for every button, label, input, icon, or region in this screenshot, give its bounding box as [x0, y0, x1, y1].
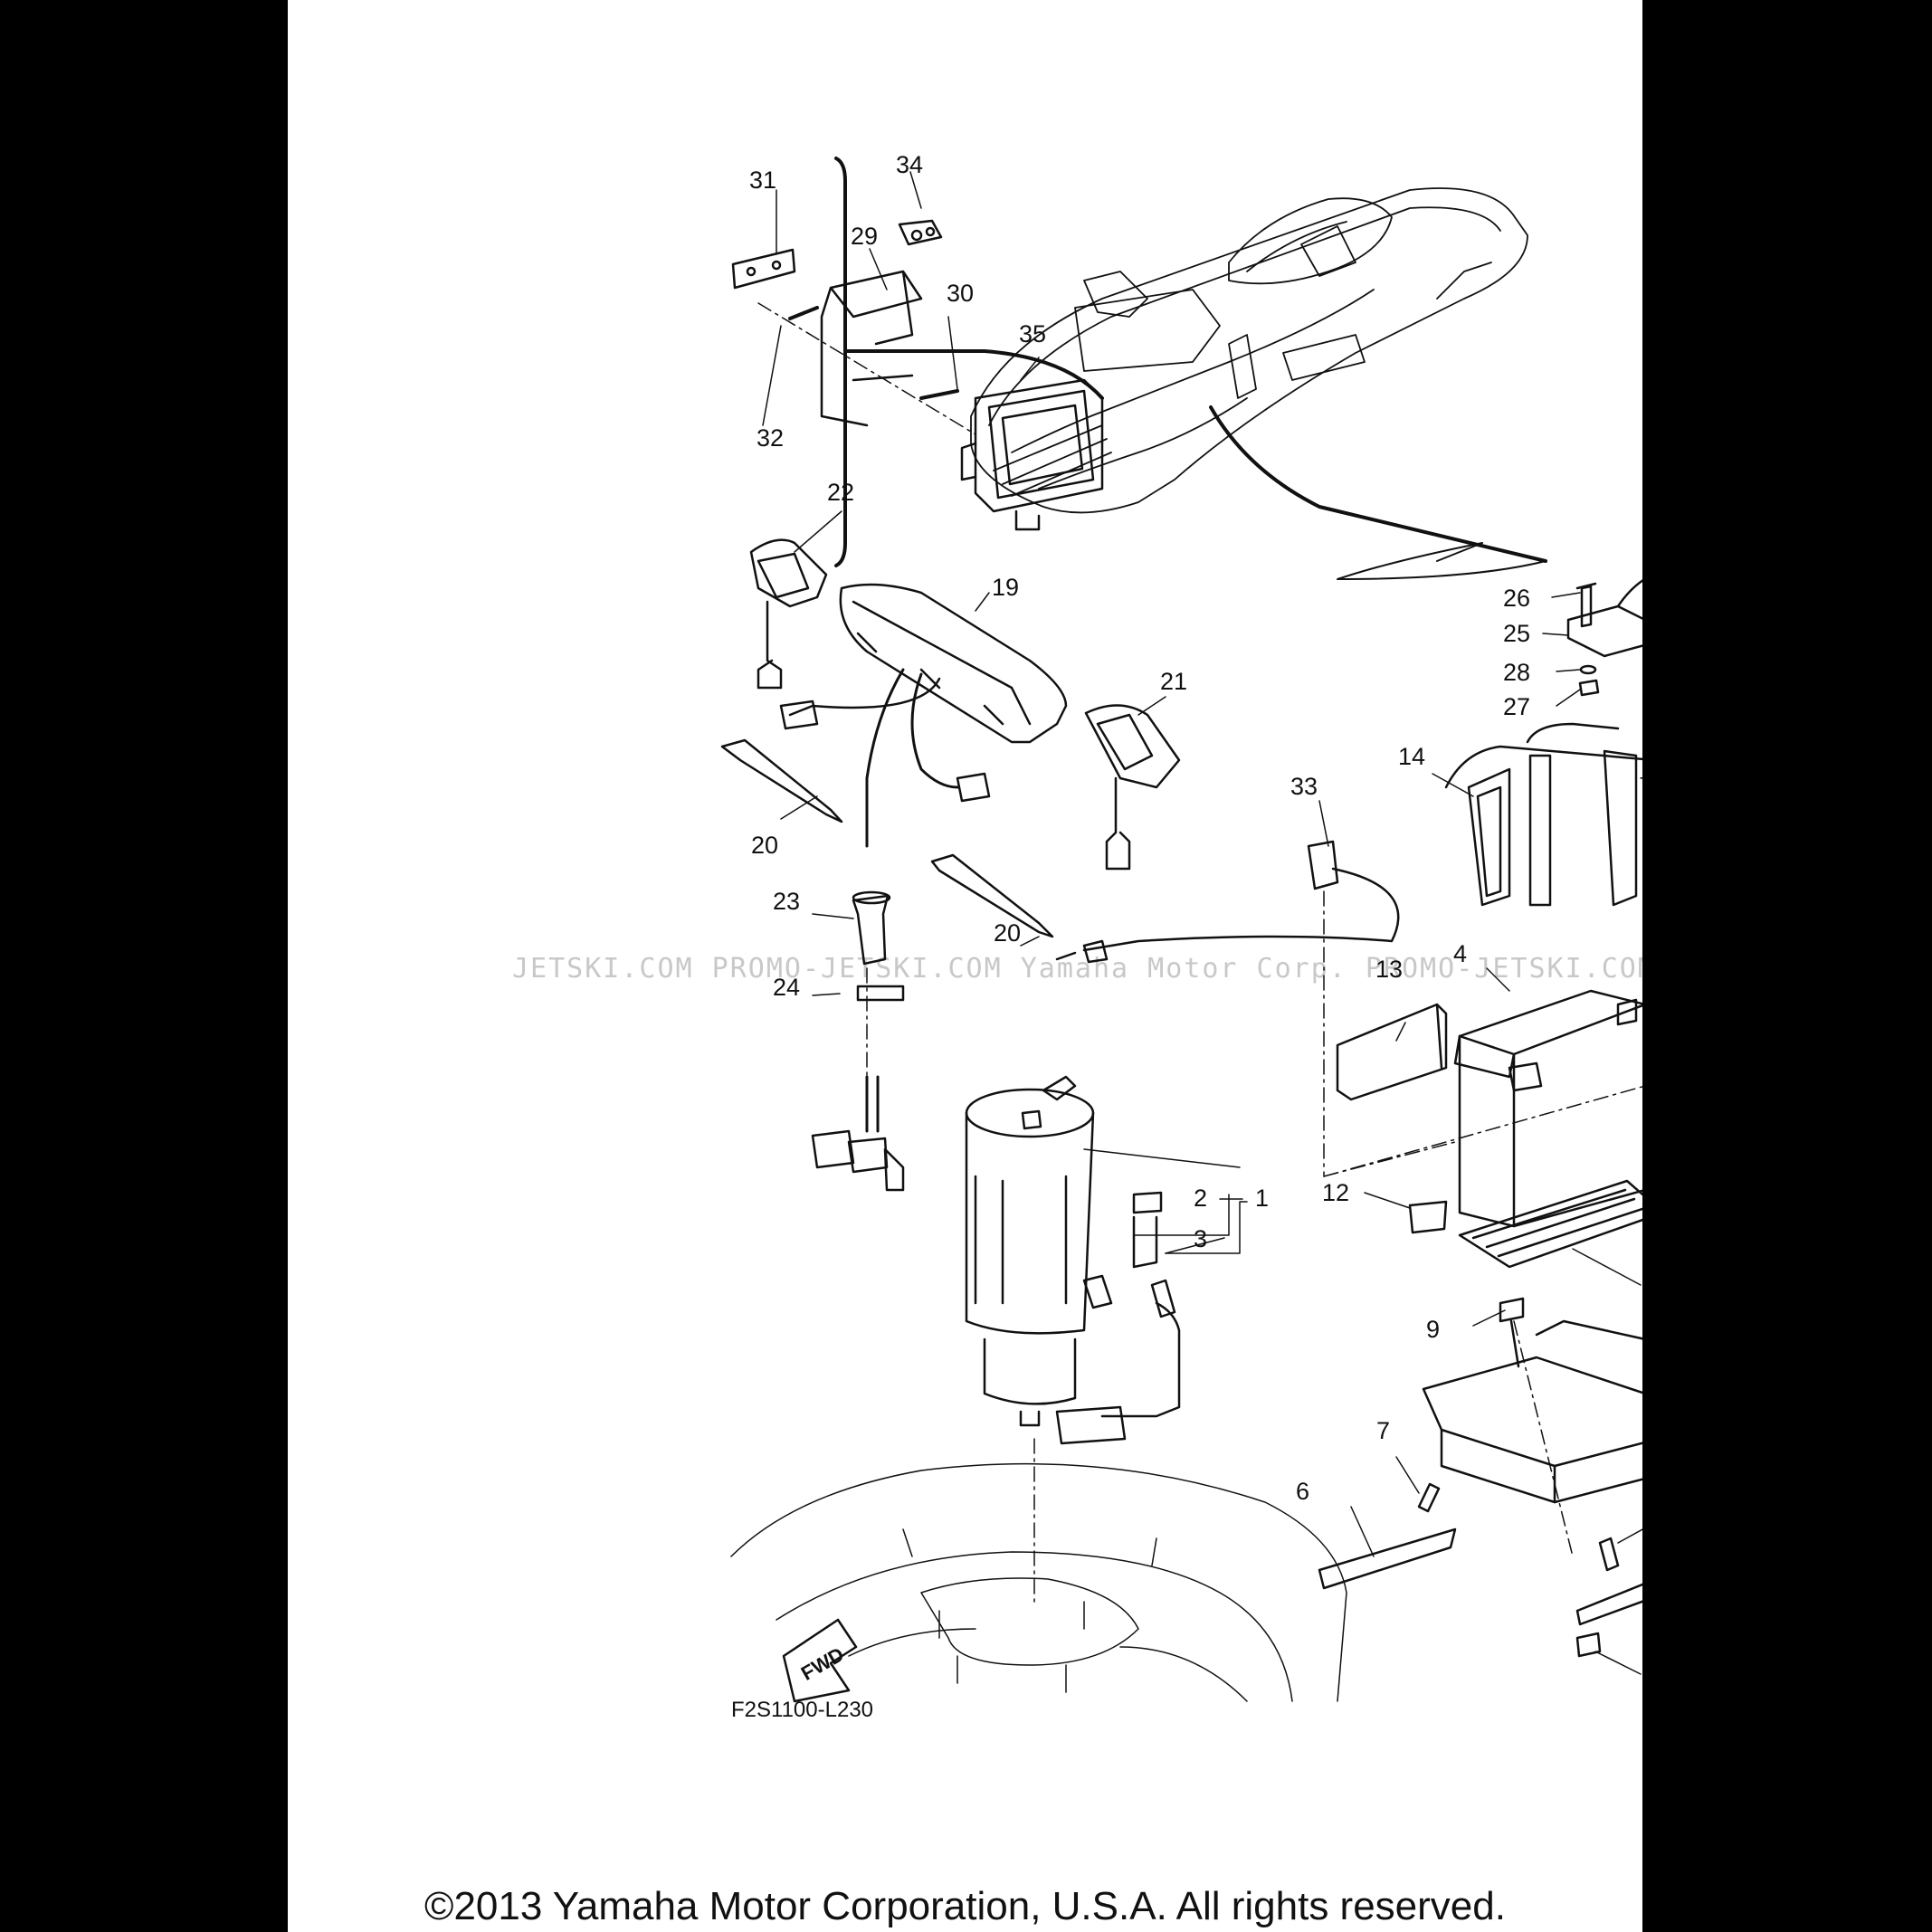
- leader-to-sensor: [1209, 405, 1547, 563]
- callout-21: 21: [1160, 668, 1187, 695]
- callout-33: 33: [1290, 773, 1318, 800]
- callout-3: 3: [1194, 1225, 1207, 1252]
- ecu-mount-group: [731, 219, 1104, 531]
- callout-13: 13: [1375, 956, 1403, 983]
- callout-14a: 14: [1398, 743, 1425, 770]
- callout-24: 24: [773, 974, 800, 1001]
- callout-7a: 7: [1376, 1417, 1390, 1444]
- fwd-arrow: FWD: [782, 1618, 858, 1703]
- callout-22: 22: [827, 479, 854, 506]
- callout-34: 34: [896, 151, 923, 178]
- leader-to-craft: [843, 349, 1104, 400]
- callout-numbers: 1 2 3 4 5 6 7 7 8 9 10 11 12 12 12 13 14…: [731, 151, 1530, 1722]
- pad-group: [1408, 1179, 1642, 1269]
- callout-29: 29: [851, 223, 878, 250]
- grommet-group: [811, 890, 905, 1192]
- leader-lines: [762, 171, 1642, 1675]
- group-bracket: [834, 157, 847, 567]
- battery-straps: [1444, 722, 1642, 907]
- callout-6: 6: [1296, 1478, 1309, 1505]
- callout-31: 31: [749, 167, 776, 194]
- cable-group: [1055, 840, 1400, 1177]
- callout-20a: 20: [751, 832, 778, 859]
- callout-12a: 12: [1322, 1179, 1349, 1206]
- battery-box-group: [1318, 1297, 1642, 1658]
- callout-4: 4: [1453, 940, 1467, 967]
- fuel-pump-group: [965, 1075, 1181, 1603]
- callout-23: 23: [773, 888, 800, 915]
- copyright-notice: ©2013 Yamaha Motor Corporation, U.S.A. A…: [424, 1884, 1506, 1928]
- meter-group: [720, 538, 1181, 938]
- exploded-parts-diagram: JETSKI.COM PROMO-JETSKI.COM Yamaha Motor…: [512, 151, 1642, 1722]
- callout-32: 32: [757, 424, 784, 452]
- sensor-group: [1566, 579, 1642, 697]
- fuel-tank: [730, 1462, 1347, 1702]
- callout-27: 27: [1503, 693, 1530, 720]
- callout-30: 30: [947, 280, 974, 307]
- callout-1: 1: [1255, 1185, 1269, 1212]
- callout-26: 26: [1503, 585, 1530, 612]
- callout-2: 2: [1194, 1185, 1207, 1212]
- watermark-text: JETSKI.COM PROMO-JETSKI.COM Yamaha Motor…: [512, 953, 1642, 985]
- parts-diagram-sheet: JETSKI.COM PROMO-JETSKI.COM Yamaha Motor…: [288, 0, 1642, 1932]
- callout-20b: 20: [994, 919, 1021, 947]
- battery-group: [1323, 989, 1642, 1228]
- subgroup-bracket: [1337, 542, 1547, 580]
- callout-9: 9: [1426, 1316, 1440, 1343]
- callout-28: 28: [1503, 659, 1530, 686]
- callout-19: 19: [992, 574, 1019, 601]
- callout-25: 25: [1503, 620, 1530, 647]
- callout-35: 35: [1019, 320, 1046, 347]
- jet-ski-overview: [970, 187, 1528, 514]
- diagram-code: F2S1100-L230: [731, 1698, 873, 1722]
